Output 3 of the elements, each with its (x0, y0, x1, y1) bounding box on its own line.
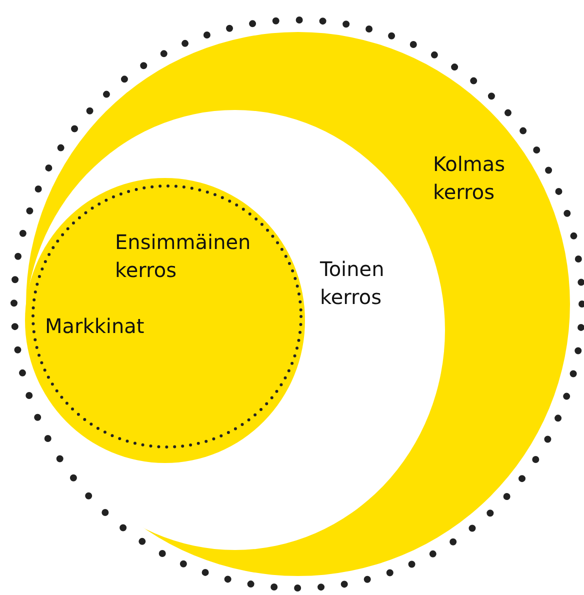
layer-label: Kolmas kerros (433, 151, 506, 206)
layer-label: Toinen kerros (320, 256, 386, 311)
market-label: Markkinat (45, 313, 146, 340)
